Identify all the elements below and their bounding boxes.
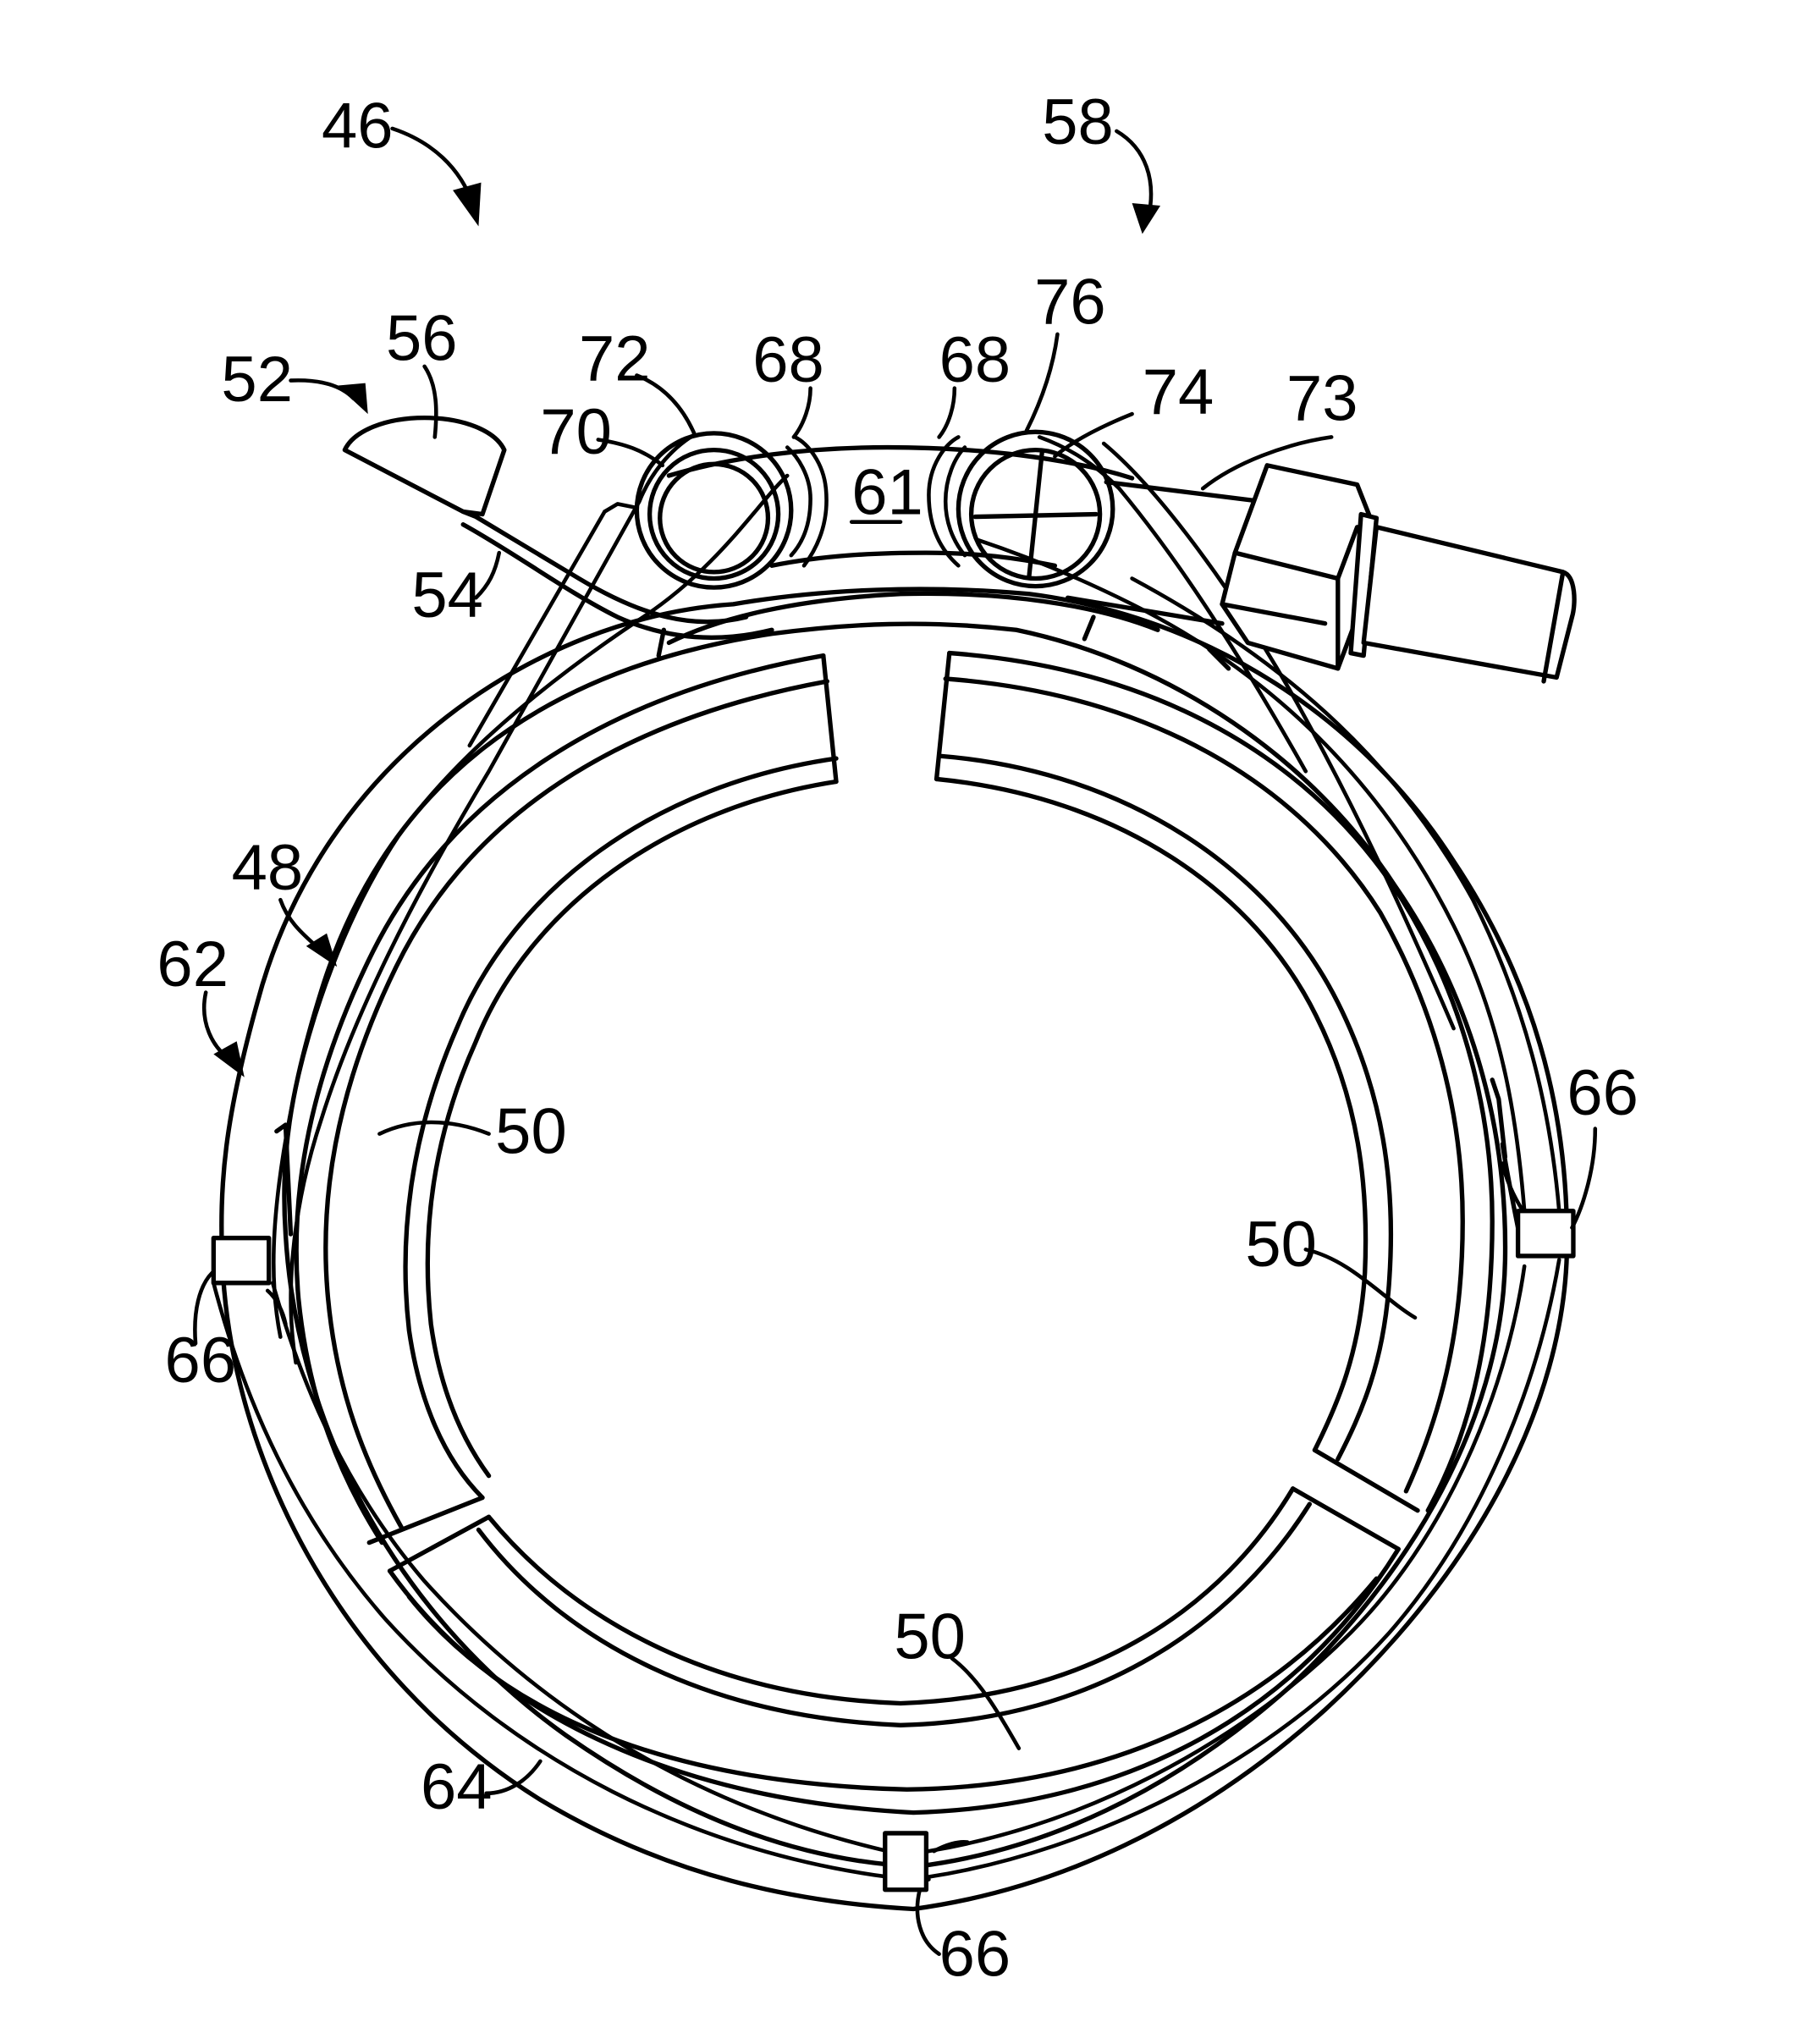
- ref-66-right: 66: [1567, 1057, 1639, 1129]
- ref-50-right: 50: [1245, 1209, 1317, 1281]
- ref-52: 52: [221, 344, 293, 416]
- ref-66-bottom: 66: [939, 1919, 1011, 1991]
- ref-50-left: 50: [495, 1095, 567, 1167]
- tab-bottom: [885, 1833, 927, 1890]
- ref-54: 54: [411, 559, 483, 631]
- bolt-nut: [1068, 466, 1574, 681]
- ref-74: 74: [1143, 356, 1214, 428]
- ref-64: 64: [421, 1751, 493, 1823]
- ref-73: 73: [1286, 363, 1358, 435]
- ref-68-right: 68: [939, 324, 1011, 396]
- ref-70: 70: [540, 396, 612, 468]
- leaders: [195, 129, 1594, 1954]
- ref-56: 56: [386, 302, 458, 374]
- ref-58: 58: [1042, 86, 1114, 158]
- tab-right: [1518, 1211, 1573, 1256]
- ref-62: 62: [157, 928, 229, 1000]
- ref-68-left: 68: [752, 324, 824, 396]
- ref-46: 46: [322, 91, 394, 163]
- tab-left: [213, 1238, 268, 1283]
- segment-right: [937, 653, 1493, 1550]
- left-coil: [636, 433, 826, 587]
- ref-72: 72: [579, 323, 651, 395]
- ref-66-left: 66: [165, 1325, 237, 1397]
- ref-50-bottom: 50: [894, 1600, 966, 1672]
- ref-61: 61: [851, 457, 923, 529]
- ref-48: 48: [232, 832, 304, 904]
- ref-76: 76: [1034, 267, 1106, 339]
